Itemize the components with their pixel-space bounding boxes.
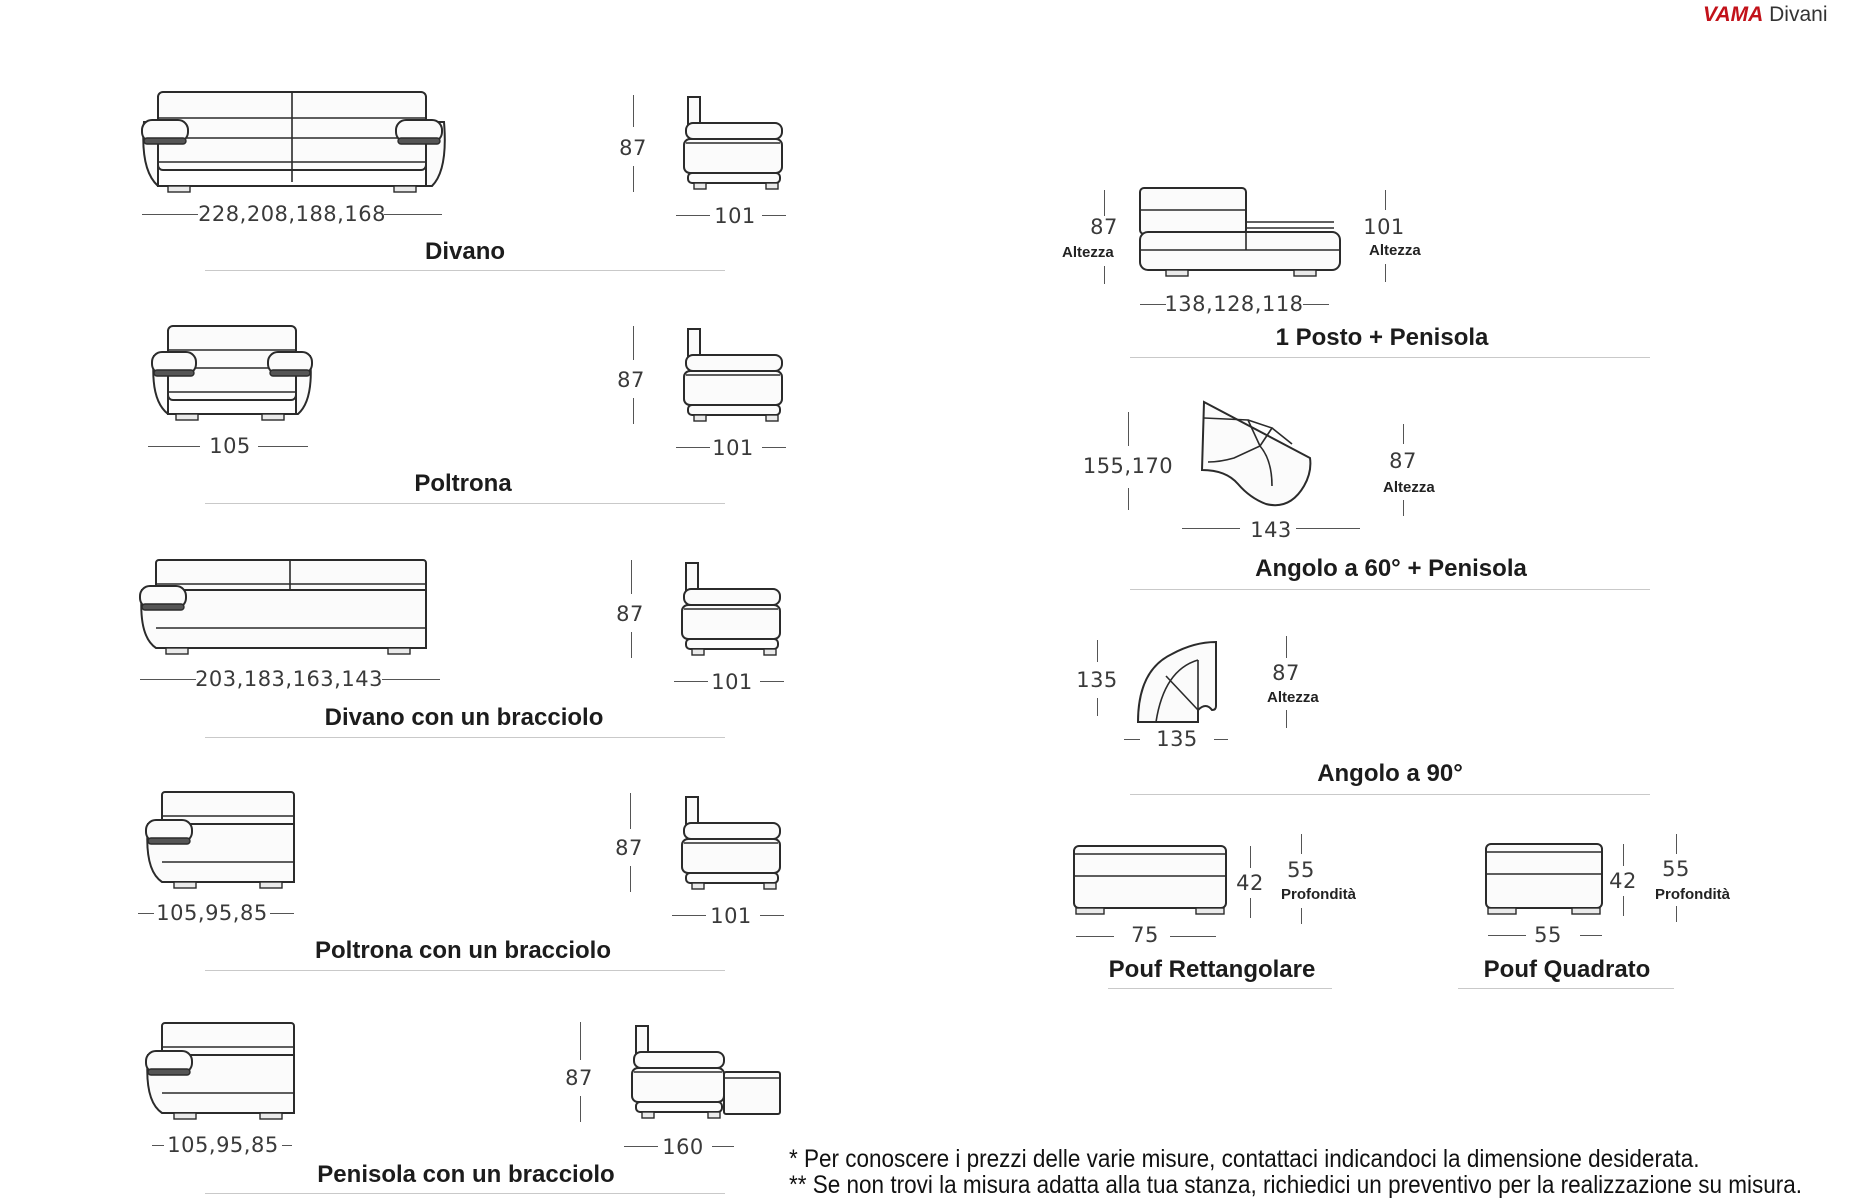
- angolo-60-width-label: 143: [1250, 518, 1292, 542]
- poltrona-bracciolo-depth-label: 101: [710, 904, 752, 928]
- divano-bracciolo-depth-label: 101: [711, 670, 753, 694]
- angolo-90-depth-label: 135: [1076, 668, 1118, 692]
- pouf-quad-height-label: 42: [1609, 869, 1637, 893]
- penisola-bracciolo-front-view: [145, 1022, 295, 1120]
- pouf-quad-depth-caption: Profondità: [1655, 886, 1730, 903]
- pouf-quadrato-front-view: [1485, 843, 1603, 915]
- poltrona-depth-label: 101: [712, 436, 754, 460]
- logo-text: Divani: [1769, 3, 1828, 26]
- posto-penisola-title: 1 Posto + Penisola: [1275, 324, 1489, 351]
- poltrona-width-label: 105: [209, 434, 251, 458]
- divano-bracciolo-height-label: 87: [616, 602, 644, 626]
- angolo-60-height-caption: Altezza: [1383, 479, 1435, 496]
- pouf-quad-title: Pouf Quadrato: [1483, 956, 1651, 983]
- angolo-60-height-label: 87: [1389, 449, 1417, 473]
- divano-bracciolo-front-view: [139, 559, 427, 655]
- posto-penisola-width-label: 138,128,118: [1164, 292, 1304, 316]
- pouf-rett-width-label: 75: [1131, 923, 1159, 947]
- poltrona-bracciolo-title: Poltrona con un bracciolo: [314, 937, 612, 964]
- divano-bracciolo-side-view: [681, 562, 781, 656]
- angolo-60-depth-label: 155,170: [1082, 454, 1174, 478]
- penisola-bracciolo-width-label: 105,95,85: [167, 1133, 279, 1157]
- poltrona-front-view: [151, 325, 313, 421]
- penisola-bracciolo-depth-label: 160: [662, 1135, 704, 1159]
- pouf-quad-depth-label: 55: [1662, 857, 1690, 881]
- posto-penisola-height-right: 101: [1363, 215, 1405, 239]
- posto-penisola-front-view: [1139, 187, 1341, 277]
- divano-depth-label: 101: [714, 204, 756, 228]
- brand-logo: VAMA Divani: [1703, 3, 1827, 27]
- penisola-bracciolo-title: Penisola con un bracciolo: [317, 1161, 615, 1188]
- divano-height-label: 87: [619, 136, 647, 160]
- divano-bracciolo-title: Divano con un bracciolo: [324, 704, 604, 731]
- posto-penisola-height-left: 87: [1090, 215, 1118, 239]
- pouf-rett-height-label: 42: [1236, 871, 1264, 895]
- pouf-rett-depth-caption: Profondità: [1281, 886, 1356, 903]
- poltrona-bracciolo-front-view: [145, 791, 295, 889]
- pouf-quad-width-label: 55: [1534, 923, 1562, 947]
- divano-front-view: [141, 91, 446, 193]
- divano-width-label: 228,208,188,168: [198, 202, 386, 226]
- angolo-90-title: Angolo a 90°: [1317, 760, 1463, 787]
- angolo-90-height-label: 87: [1272, 661, 1300, 685]
- poltrona-height-label: 87: [617, 368, 645, 392]
- divano-bracciolo-width-label: 203,183,163,143: [195, 667, 383, 691]
- posto-penisola-height-left-label: Altezza: [1062, 244, 1114, 261]
- angolo-60-title: Angolo a 60° + Penisola: [1255, 555, 1527, 582]
- penisola-bracciolo-side-view: [631, 1025, 781, 1119]
- penisola-bracciolo-height-label: 87: [565, 1066, 593, 1090]
- poltrona-title: Poltrona: [414, 470, 512, 497]
- posto-penisola-height-right-label: Altezza: [1369, 242, 1421, 259]
- pouf-rett-title: Pouf Rettangolare: [1108, 956, 1316, 983]
- angolo-90-width-label: 135: [1156, 727, 1198, 751]
- poltrona-bracciolo-side-view: [681, 796, 781, 890]
- logo-mark: VAMA: [1703, 3, 1764, 26]
- pouf-rettangolare-front-view: [1073, 845, 1227, 915]
- angolo-60-top-view: [1200, 400, 1312, 507]
- note-prices: * Per conoscere i prezzi delle varie mis…: [789, 1145, 1700, 1173]
- poltrona-bracciolo-height-label: 87: [615, 836, 643, 860]
- divano-title: Divano: [424, 238, 506, 265]
- note-custom: ** Se non trovi la misura adatta alla tu…: [789, 1171, 1803, 1199]
- pouf-rett-depth-label: 55: [1287, 858, 1315, 882]
- divano-side-view: [683, 96, 783, 190]
- angolo-90-top-view: [1136, 640, 1217, 723]
- poltrona-bracciolo-width-label: 105,95,85: [156, 901, 268, 925]
- poltrona-side-view: [683, 328, 783, 422]
- angolo-90-height-caption: Altezza: [1267, 689, 1319, 706]
